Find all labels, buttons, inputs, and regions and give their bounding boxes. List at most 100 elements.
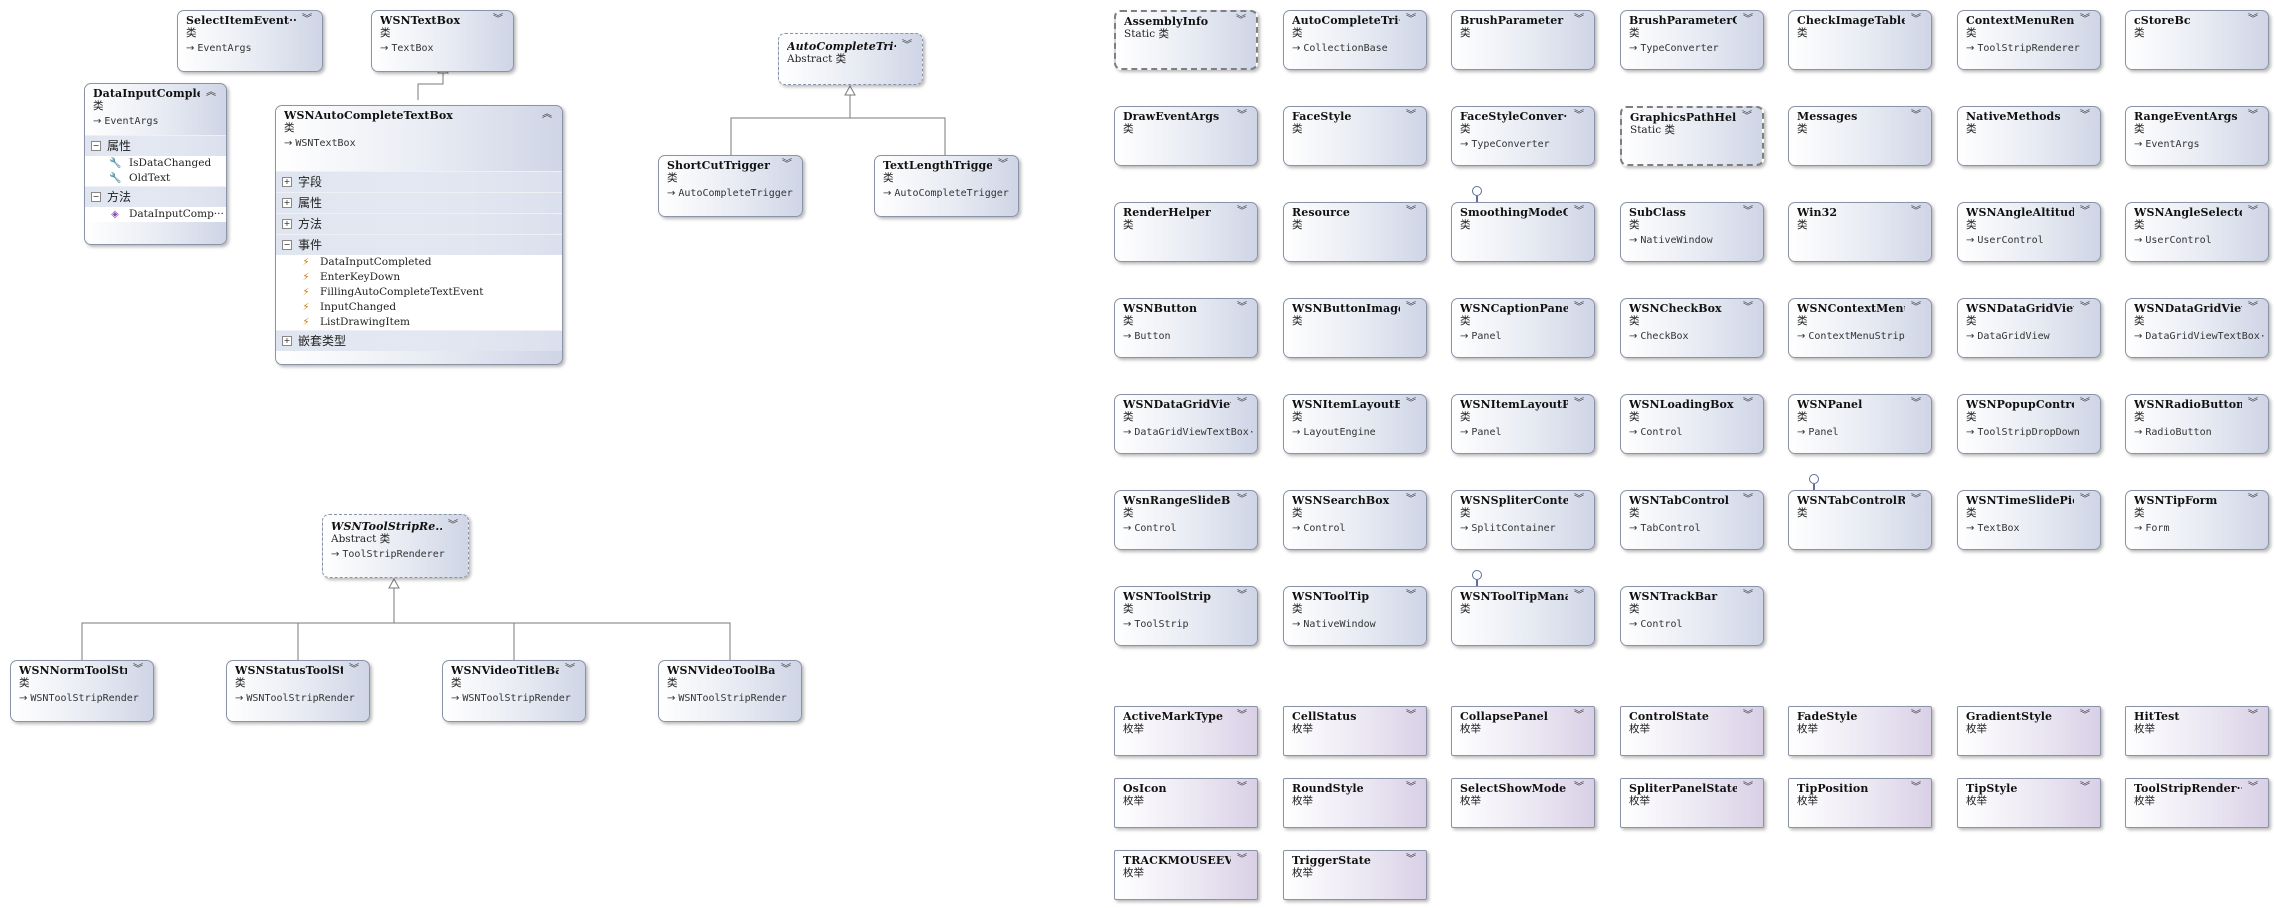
class-box-wsnvideotitlebar[interactable]: WSNVideoTitleBa··· 类 →WSNToolStripRender… bbox=[442, 660, 586, 722]
class-box[interactable]: WSNTabControlRe···类︾ bbox=[1788, 490, 1932, 550]
class-box[interactable]: BrushParameterC···类→TypeConverter︾ bbox=[1620, 10, 1764, 70]
collapse-chevron-icon[interactable]: ︽ bbox=[206, 87, 216, 98]
collapse-chevron-icon[interactable]: ︾ bbox=[1237, 206, 1247, 217]
collapse-chevron-icon[interactable]: ︾ bbox=[1911, 710, 1921, 721]
class-box[interactable]: WSNButtonImageT···类︾ bbox=[1283, 298, 1427, 358]
class-box-wsnvideotoolbar[interactable]: WSNVideoToolBar··· 类 →WSNToolStripRender… bbox=[658, 660, 802, 722]
collapse-chevron-icon[interactable]: ︾ bbox=[1406, 302, 1416, 313]
collapse-chevron-icon[interactable]: ︾ bbox=[1911, 206, 1921, 217]
class-box[interactable]: ContextMenuRender类→ToolStripRenderer︾ bbox=[1957, 10, 2101, 70]
collapse-chevron-icon[interactable]: ︾ bbox=[2080, 398, 2090, 409]
member-property[interactable]: 🔧OldText bbox=[85, 171, 226, 186]
section-properties[interactable]: +属性 bbox=[276, 192, 562, 213]
collapse-chevron-icon[interactable]: ︾ bbox=[1743, 398, 1753, 409]
collapse-chevron-icon[interactable]: ︾ bbox=[781, 664, 791, 675]
collapse-chevron-icon[interactable]: ︾ bbox=[1574, 398, 1584, 409]
class-box[interactable]: WSNSpliterConte···类→SplitContainer︾ bbox=[1451, 490, 1595, 550]
class-box[interactable]: WSNToolTipManager类︾ bbox=[1451, 586, 1595, 646]
collapse-chevron-icon[interactable]: ︾ bbox=[1237, 302, 1247, 313]
collapse-chevron-icon[interactable]: ︾ bbox=[2248, 782, 2258, 793]
collapse-chevron-icon[interactable]: ︾ bbox=[1406, 782, 1416, 793]
collapse-chevron-icon[interactable]: ︾ bbox=[1743, 206, 1753, 217]
collapse-chevron-icon[interactable]: ︾ bbox=[1237, 710, 1247, 721]
collapse-chevron-icon[interactable]: ︾ bbox=[349, 664, 359, 675]
class-box[interactable]: GraphicsPathHel···Static 类︾ bbox=[1620, 106, 1764, 166]
collapse-chevron-icon[interactable]: ︾ bbox=[2080, 302, 2090, 313]
class-box[interactable]: WsnRangeSlideBar类→Control︾ bbox=[1114, 490, 1258, 550]
collapse-chevron-icon[interactable]: ︾ bbox=[1743, 14, 1753, 25]
class-box-wsntoolstriprender[interactable]: WSNToolStripRe... Abstract 类 →ToolStripR… bbox=[322, 514, 469, 578]
collapse-chevron-icon[interactable]: ︾ bbox=[2080, 110, 2090, 121]
collapse-chevron-icon[interactable]: ︾ bbox=[448, 520, 458, 531]
collapse-chevron-icon[interactable]: ︾ bbox=[1574, 110, 1584, 121]
collapse-chevron-icon[interactable]: ︾ bbox=[1574, 710, 1584, 721]
class-box[interactable]: WSNAngleAltitud···类→UserControl︾ bbox=[1957, 202, 2101, 262]
collapse-chevron-icon[interactable]: ︾ bbox=[1237, 398, 1247, 409]
collapse-chevron-icon[interactable]: ︾ bbox=[1574, 494, 1584, 505]
collapse-chevron-icon[interactable]: ︾ bbox=[1574, 14, 1584, 25]
collapse-chevron-icon[interactable]: ︾ bbox=[2248, 710, 2258, 721]
collapse-chevron-icon[interactable]: ︾ bbox=[1237, 590, 1247, 601]
collapse-chevron-icon[interactable]: ︾ bbox=[2248, 302, 2258, 313]
collapse-chevron-icon[interactable]: ︾ bbox=[2080, 782, 2090, 793]
collapse-chevron-icon[interactable]: ︾ bbox=[2248, 494, 2258, 505]
collapse-chevron-icon[interactable]: ︾ bbox=[302, 14, 312, 25]
collapse-chevron-icon[interactable]: ︾ bbox=[2248, 14, 2258, 25]
collapse-chevron-icon[interactable]: ︾ bbox=[1911, 782, 1921, 793]
collapse-chevron-icon[interactable]: ︾ bbox=[1743, 710, 1753, 721]
member-event[interactable]: ⚡InputChanged bbox=[276, 300, 562, 315]
class-box[interactable]: WSNContextMenuS···类→ContextMenuStrip︾ bbox=[1788, 298, 1932, 358]
collapse-chevron-icon[interactable]: ︾ bbox=[1743, 590, 1753, 601]
collapse-chevron-icon[interactable]: ︽ bbox=[542, 109, 552, 120]
expand-plus-icon[interactable]: + bbox=[282, 218, 292, 229]
collapse-minus-icon[interactable]: − bbox=[282, 239, 292, 250]
collapse-chevron-icon[interactable]: ︾ bbox=[2248, 206, 2258, 217]
collapse-chevron-icon[interactable]: ︾ bbox=[1237, 494, 1247, 505]
collapse-chevron-icon[interactable]: ︾ bbox=[1743, 494, 1753, 505]
class-box[interactable]: WSNTimeSlidePic···类→TextBox︾ bbox=[1957, 490, 2101, 550]
collapse-chevron-icon[interactable]: ︾ bbox=[1574, 206, 1584, 217]
collapse-chevron-icon[interactable]: ︾ bbox=[1406, 710, 1416, 721]
class-box-wsnstatustoolstrip[interactable]: WSNStatusToolSt··· 类 →WSNToolStripRender… bbox=[226, 660, 370, 722]
collapse-chevron-icon[interactable]: ︾ bbox=[493, 14, 503, 25]
section-events[interactable]: −事件 bbox=[276, 234, 562, 255]
class-box-wsntextbox[interactable]: WSNTextBox 类 →TextBox ︾ bbox=[371, 10, 514, 72]
class-box[interactable]: FaceStyleConver···类→TypeConverter︾ bbox=[1451, 106, 1595, 166]
collapse-chevron-icon[interactable]: ︾ bbox=[1406, 110, 1416, 121]
collapse-minus-icon[interactable]: − bbox=[91, 140, 101, 151]
section-fields[interactable]: +字段 bbox=[276, 171, 562, 192]
member-event[interactable]: ⚡EnterKeyDown bbox=[276, 270, 562, 285]
collapse-chevron-icon[interactable]: ︾ bbox=[1406, 590, 1416, 601]
collapse-chevron-icon[interactable]: ︾ bbox=[565, 664, 575, 675]
collapse-chevron-icon[interactable]: ︾ bbox=[1743, 302, 1753, 313]
section-nested-types[interactable]: +嵌套类型 bbox=[276, 330, 562, 351]
expand-plus-icon[interactable]: + bbox=[282, 197, 292, 208]
collapse-chevron-icon[interactable]: ︾ bbox=[782, 159, 792, 170]
